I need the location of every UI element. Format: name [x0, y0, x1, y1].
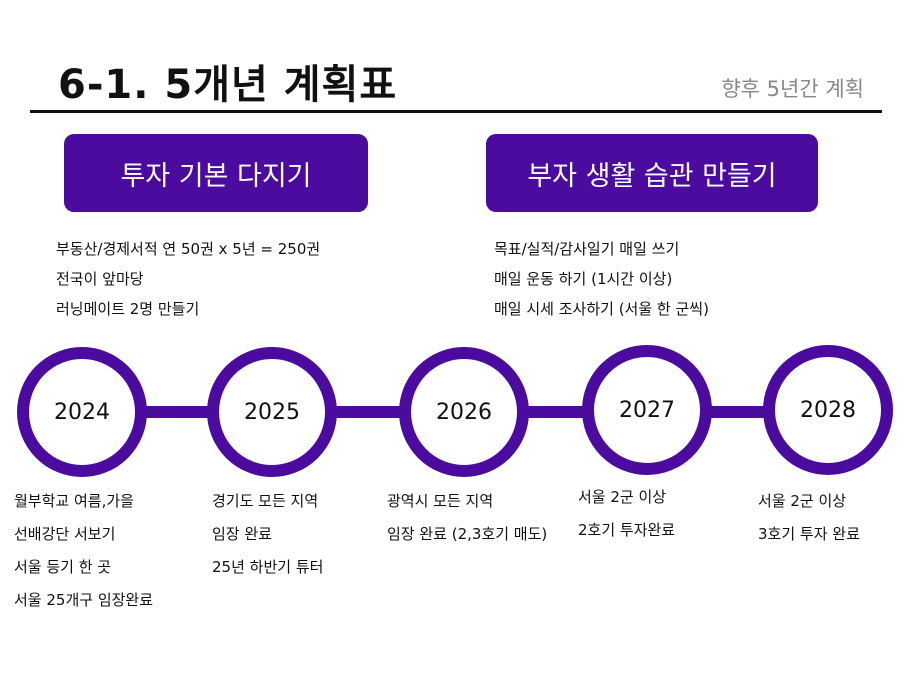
- list-item: 경기도 모든 지역: [212, 492, 319, 510]
- list-item: 25년 하반기 튜터: [212, 558, 324, 576]
- title-divider: [30, 110, 882, 113]
- list-item: 러닝메이트 2명 만들기: [56, 300, 200, 318]
- list-item: 매일 운동 하기 (1시간 이상): [494, 270, 673, 288]
- list-item: 서울 2군 이상: [758, 492, 847, 510]
- list-item: 2호기 투자완료: [578, 521, 676, 539]
- year-node-2025: 2025: [207, 347, 337, 477]
- plan-2027: 서울 2군 이상 2호기 투자완료: [578, 481, 675, 547]
- page-title: 6-1. 5개년 계획표: [58, 62, 398, 108]
- list-item: 서울 25개구 임장완료: [14, 591, 154, 609]
- list-item: 전국이 앞마당: [56, 270, 144, 288]
- right-goals-list: 목표/실적/감사일기 매일 쓰기 매일 운동 하기 (1시간 이상) 매일 시세…: [494, 234, 709, 324]
- list-item: 부동산/경제서적 연 50권 x 5년 = 250권: [56, 240, 321, 258]
- banner-wealthy-habits: 부자 생활 습관 만들기: [486, 134, 818, 212]
- year-node-2027: 2027: [582, 345, 712, 475]
- year-node-2026: 2026: [399, 347, 529, 477]
- plan-2025: 경기도 모든 지역 임장 완료 25년 하반기 튜터: [212, 485, 323, 584]
- list-item: 임장 완료 (2,3호기 매도): [387, 525, 548, 543]
- list-item: 목표/실적/감사일기 매일 쓰기: [494, 240, 680, 258]
- list-item: 서울 2군 이상: [578, 488, 667, 506]
- banner-investment-basics: 투자 기본 다지기: [64, 134, 368, 212]
- plan-2024: 월부학교 여름,가을 선배강단 서보기 서울 등기 한 곳 서울 25개구 임장…: [14, 485, 153, 617]
- list-item: 월부학교 여름,가을: [14, 492, 134, 510]
- list-item: 임장 완료: [212, 525, 272, 543]
- page-subtitle: 향후 5년간 계획: [721, 77, 864, 101]
- plan-2028: 서울 2군 이상 3호기 투자 완료: [758, 485, 860, 551]
- year-node-2028: 2028: [763, 345, 893, 475]
- list-item: 매일 시세 조사하기 (서울 한 군씩): [494, 300, 709, 318]
- plan-2026: 광역시 모든 지역 임장 완료 (2,3호기 매도): [387, 485, 547, 551]
- left-goals-list: 부동산/경제서적 연 50권 x 5년 = 250권 전국이 앞마당 러닝메이트…: [56, 234, 320, 324]
- list-item: 서울 등기 한 곳: [14, 558, 112, 576]
- list-item: 광역시 모든 지역: [387, 492, 494, 510]
- year-node-2024: 2024: [17, 347, 147, 477]
- list-item: 선배강단 서보기: [14, 525, 116, 543]
- list-item: 3호기 투자 완료: [758, 525, 860, 543]
